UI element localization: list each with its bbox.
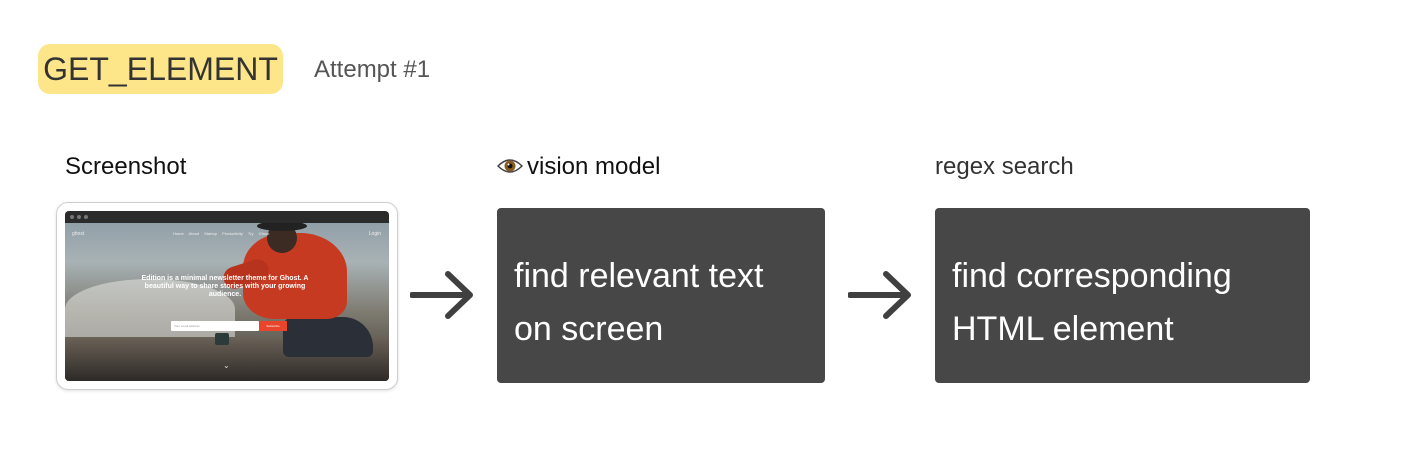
person-hat xyxy=(257,221,307,231)
arrow-right-icon xyxy=(848,271,911,319)
preview-login-link: Login xyxy=(368,231,381,237)
ghost-site-preview: ghost Home About Startup Productivity Tr… xyxy=(65,211,389,381)
vision-model-step-label: vision model xyxy=(497,153,660,181)
window-dot xyxy=(70,215,74,219)
screenshot-step-label: Screenshot xyxy=(65,153,187,180)
person-legs xyxy=(283,317,373,357)
window-dot xyxy=(84,215,88,219)
preview-nav-links: Home About Startup Productivity Try Ghos… xyxy=(173,231,270,236)
email-placeholder: Your email address xyxy=(174,324,200,328)
preview-subscribe-button: Subscribe xyxy=(259,321,287,331)
arrow-right-icon xyxy=(410,271,473,319)
box-text-line: find corresponding xyxy=(952,257,1232,295)
vision-model-box: find relevant text on screen xyxy=(497,208,825,383)
get-element-badge: GET_ELEMENT xyxy=(38,44,283,94)
ghost-logo: ghost xyxy=(72,231,85,237)
preview-email-input: Your email address xyxy=(171,321,259,331)
box-text-line: HTML element xyxy=(952,310,1174,348)
window-dot xyxy=(77,215,81,219)
regex-search-step-label: regex search xyxy=(935,153,1074,180)
screenshot-thumbnail: ghost Home About Startup Productivity Tr… xyxy=(56,202,398,390)
browser-title-bar xyxy=(65,211,389,223)
vision-model-label-text: vision model xyxy=(527,153,661,180)
regex-search-box: find corresponding HTML element xyxy=(935,208,1310,383)
eye-icon xyxy=(497,159,523,173)
box-text-line: find relevant text xyxy=(514,257,764,295)
chevron-down-icon: ⌄ xyxy=(223,361,230,370)
box-text-line: on screen xyxy=(514,310,664,348)
attempt-label: Attempt #1 xyxy=(314,56,431,83)
preview-headline: Edition is a minimal newsletter theme fo… xyxy=(141,275,309,298)
mug-shape xyxy=(215,333,229,345)
